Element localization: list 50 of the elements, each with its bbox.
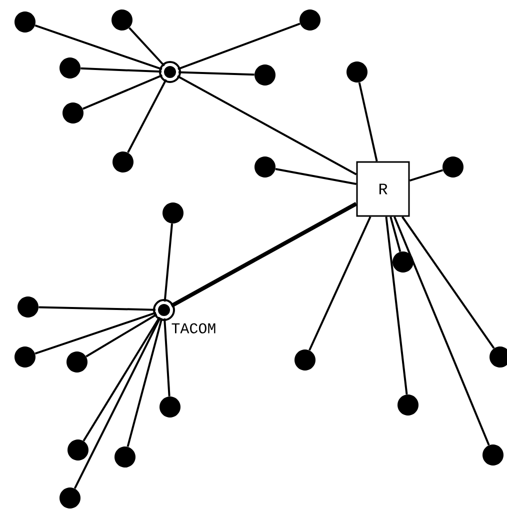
connector-line: [394, 216, 490, 446]
connector-line: [34, 24, 162, 70]
dot: [112, 152, 134, 172]
connector-line: [308, 216, 372, 351]
connector-line: [82, 74, 163, 110]
connector-line: [86, 314, 158, 358]
dot: [112, 10, 132, 30]
dot: [162, 202, 184, 224]
dot: [160, 396, 180, 418]
connector-line: [178, 71, 254, 76]
connector-line: [127, 79, 167, 153]
dot: [254, 64, 276, 86]
connector-line: [176, 75, 357, 176]
connector-line: [275, 168, 356, 185]
connector-line: [82, 316, 160, 442]
connector-line: [409, 169, 444, 182]
connector-line: [170, 202, 358, 308]
connector-line: [126, 318, 163, 447]
connector-line: [74, 317, 162, 489]
connector-line: [80, 67, 162, 73]
dot: [68, 440, 88, 460]
node-label: TACOM: [172, 323, 216, 334]
dot: [398, 394, 418, 416]
dot: [300, 10, 320, 30]
connector-line: [401, 216, 495, 349]
dot: [442, 156, 464, 178]
hub-circle: [159, 61, 181, 83]
connector-line: [385, 216, 408, 394]
connector-line: [34, 312, 156, 355]
connector-line: [178, 22, 300, 70]
connector-line: [38, 306, 156, 311]
dot: [62, 102, 84, 124]
dot: [66, 352, 88, 372]
dot: [60, 58, 80, 78]
dot: [114, 446, 136, 468]
dot: [392, 252, 414, 272]
dot: [18, 296, 38, 318]
dot: [14, 12, 36, 32]
connector-line: [164, 224, 173, 302]
connector-line: [128, 27, 165, 66]
dot: [482, 444, 504, 466]
dot: [294, 350, 316, 370]
dot: [254, 156, 276, 178]
dot: [346, 62, 368, 82]
connector-line: [164, 318, 170, 396]
connector-line: [358, 82, 378, 162]
dot: [60, 488, 80, 508]
dot: [14, 346, 36, 368]
letter-box: R: [356, 161, 410, 217]
connector-line: [390, 216, 402, 252]
